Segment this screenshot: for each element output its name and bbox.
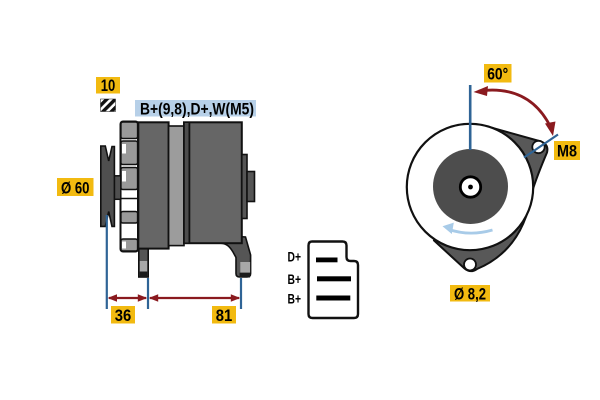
svg-text:B+: B+ — [288, 291, 302, 307]
svg-text:D+: D+ — [288, 249, 302, 265]
svg-text:Ø 60: Ø 60 — [61, 178, 90, 197]
svg-text:M8: M8 — [557, 142, 577, 160]
svg-text:Ø 8,2: Ø 8,2 — [454, 285, 486, 303]
svg-text:36: 36 — [115, 306, 132, 325]
svg-text:81: 81 — [216, 306, 233, 325]
svg-text:10: 10 — [101, 76, 116, 95]
svg-text:60°: 60° — [487, 65, 508, 83]
svg-text:B+(9,8),D+,W(M5): B+(9,8),D+,W(M5) — [140, 99, 254, 118]
svg-text:B+: B+ — [288, 271, 302, 287]
